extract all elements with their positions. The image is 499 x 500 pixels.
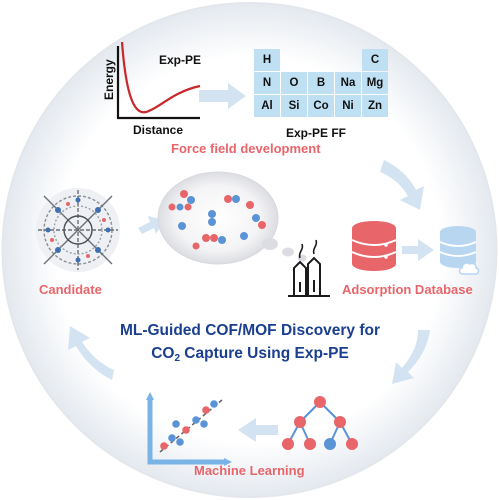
database-blue-icon xyxy=(439,226,480,275)
element-cell-mg: Mg xyxy=(362,72,388,94)
decision-tree xyxy=(282,396,358,450)
element-cell-c: C xyxy=(362,49,388,71)
energy-axis-label: Energy xyxy=(102,59,116,100)
arrow-right-lower xyxy=(392,330,430,384)
element-cell-o: O xyxy=(281,72,307,94)
energy-curve-label: Exp-PE xyxy=(159,53,202,67)
element-cell-al: Al xyxy=(254,95,280,117)
element-cell-ni: Ni xyxy=(335,95,361,117)
element-cell-si: Si xyxy=(281,95,307,117)
molecule-cloud xyxy=(157,171,307,265)
distance-axis-label: Distance xyxy=(133,123,184,137)
arrow-left xyxy=(68,326,114,380)
framework-structure xyxy=(36,188,120,272)
arrow-candidate-to-cloud xyxy=(138,216,164,234)
element-cell-h: H xyxy=(254,49,280,71)
factory-icon xyxy=(288,239,330,297)
element-cell-zn: Zn xyxy=(362,95,388,117)
database-red-icon xyxy=(351,221,397,271)
diagram-title-line1: ML-Guided COF/MOF Discovery for xyxy=(119,322,381,339)
element-cell-na: Na xyxy=(335,72,361,94)
ml-scatter-plot xyxy=(146,392,232,466)
energy-plot xyxy=(116,41,201,120)
co2-molecules xyxy=(168,190,266,250)
arrow-db-to-db xyxy=(402,239,434,261)
arrow-plot-to-table xyxy=(199,83,246,109)
periodic-table-label: Exp-PE FF xyxy=(286,126,347,140)
arrow-top-right xyxy=(380,160,424,210)
element-cell-n: N xyxy=(254,72,280,94)
diagram-title-line2: CO2 Capture Using Exp-PE xyxy=(151,345,349,364)
force-field-label: Force field development xyxy=(171,141,321,156)
arrow-tree-to-ml xyxy=(238,418,278,442)
adsorption-database-label: Adsorption Database xyxy=(342,282,473,297)
element-cell-b: B xyxy=(308,72,334,94)
energy-curve xyxy=(120,41,201,114)
element-cell-co: Co xyxy=(308,95,334,117)
candidate-label: Candidate xyxy=(39,282,102,297)
machine-learning-label: Machine Learning xyxy=(194,463,305,478)
energy-axes xyxy=(116,46,200,120)
